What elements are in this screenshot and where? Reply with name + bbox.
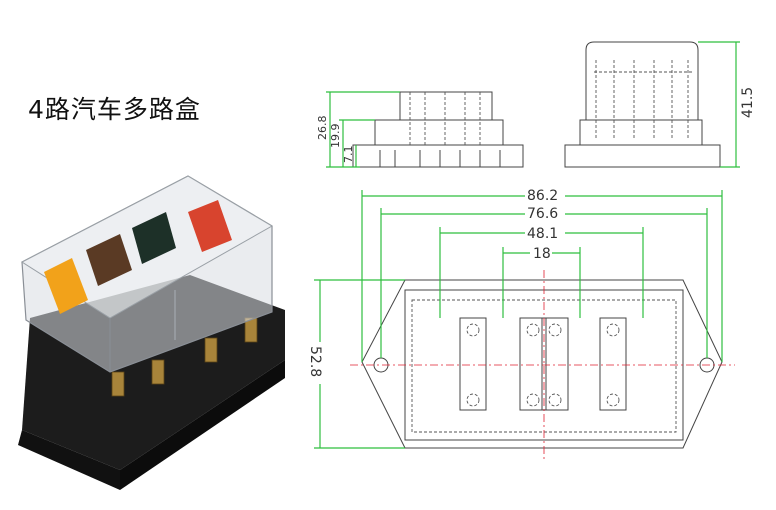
dim-hole-spacing: 76.6	[527, 206, 558, 222]
end-view: 41.5	[564, 41, 756, 168]
dim-height-body: 26.8	[316, 116, 329, 141]
fuse-box-photo	[18, 175, 285, 490]
dim-fuse-pitch: 18	[533, 246, 551, 262]
dim-width-overall: 86.2	[527, 188, 558, 204]
dim-height-total: 41.5	[740, 87, 756, 118]
dim-height-flange: 7.1	[342, 146, 355, 164]
dim-height-mid: 19.9	[329, 124, 342, 149]
dimension-lines: 86.2 76.6 48.1 18 52.8	[307, 187, 723, 449]
dim-body-width: 48.1	[527, 226, 558, 242]
side-view: 26.8 19.9 7.1	[316, 91, 524, 168]
product-title: 4路汽车多路盒	[28, 95, 201, 124]
fuse-orange	[44, 258, 88, 314]
top-view	[350, 270, 735, 460]
dim-depth: 52.8	[307, 346, 323, 377]
fuse-red	[188, 200, 232, 252]
